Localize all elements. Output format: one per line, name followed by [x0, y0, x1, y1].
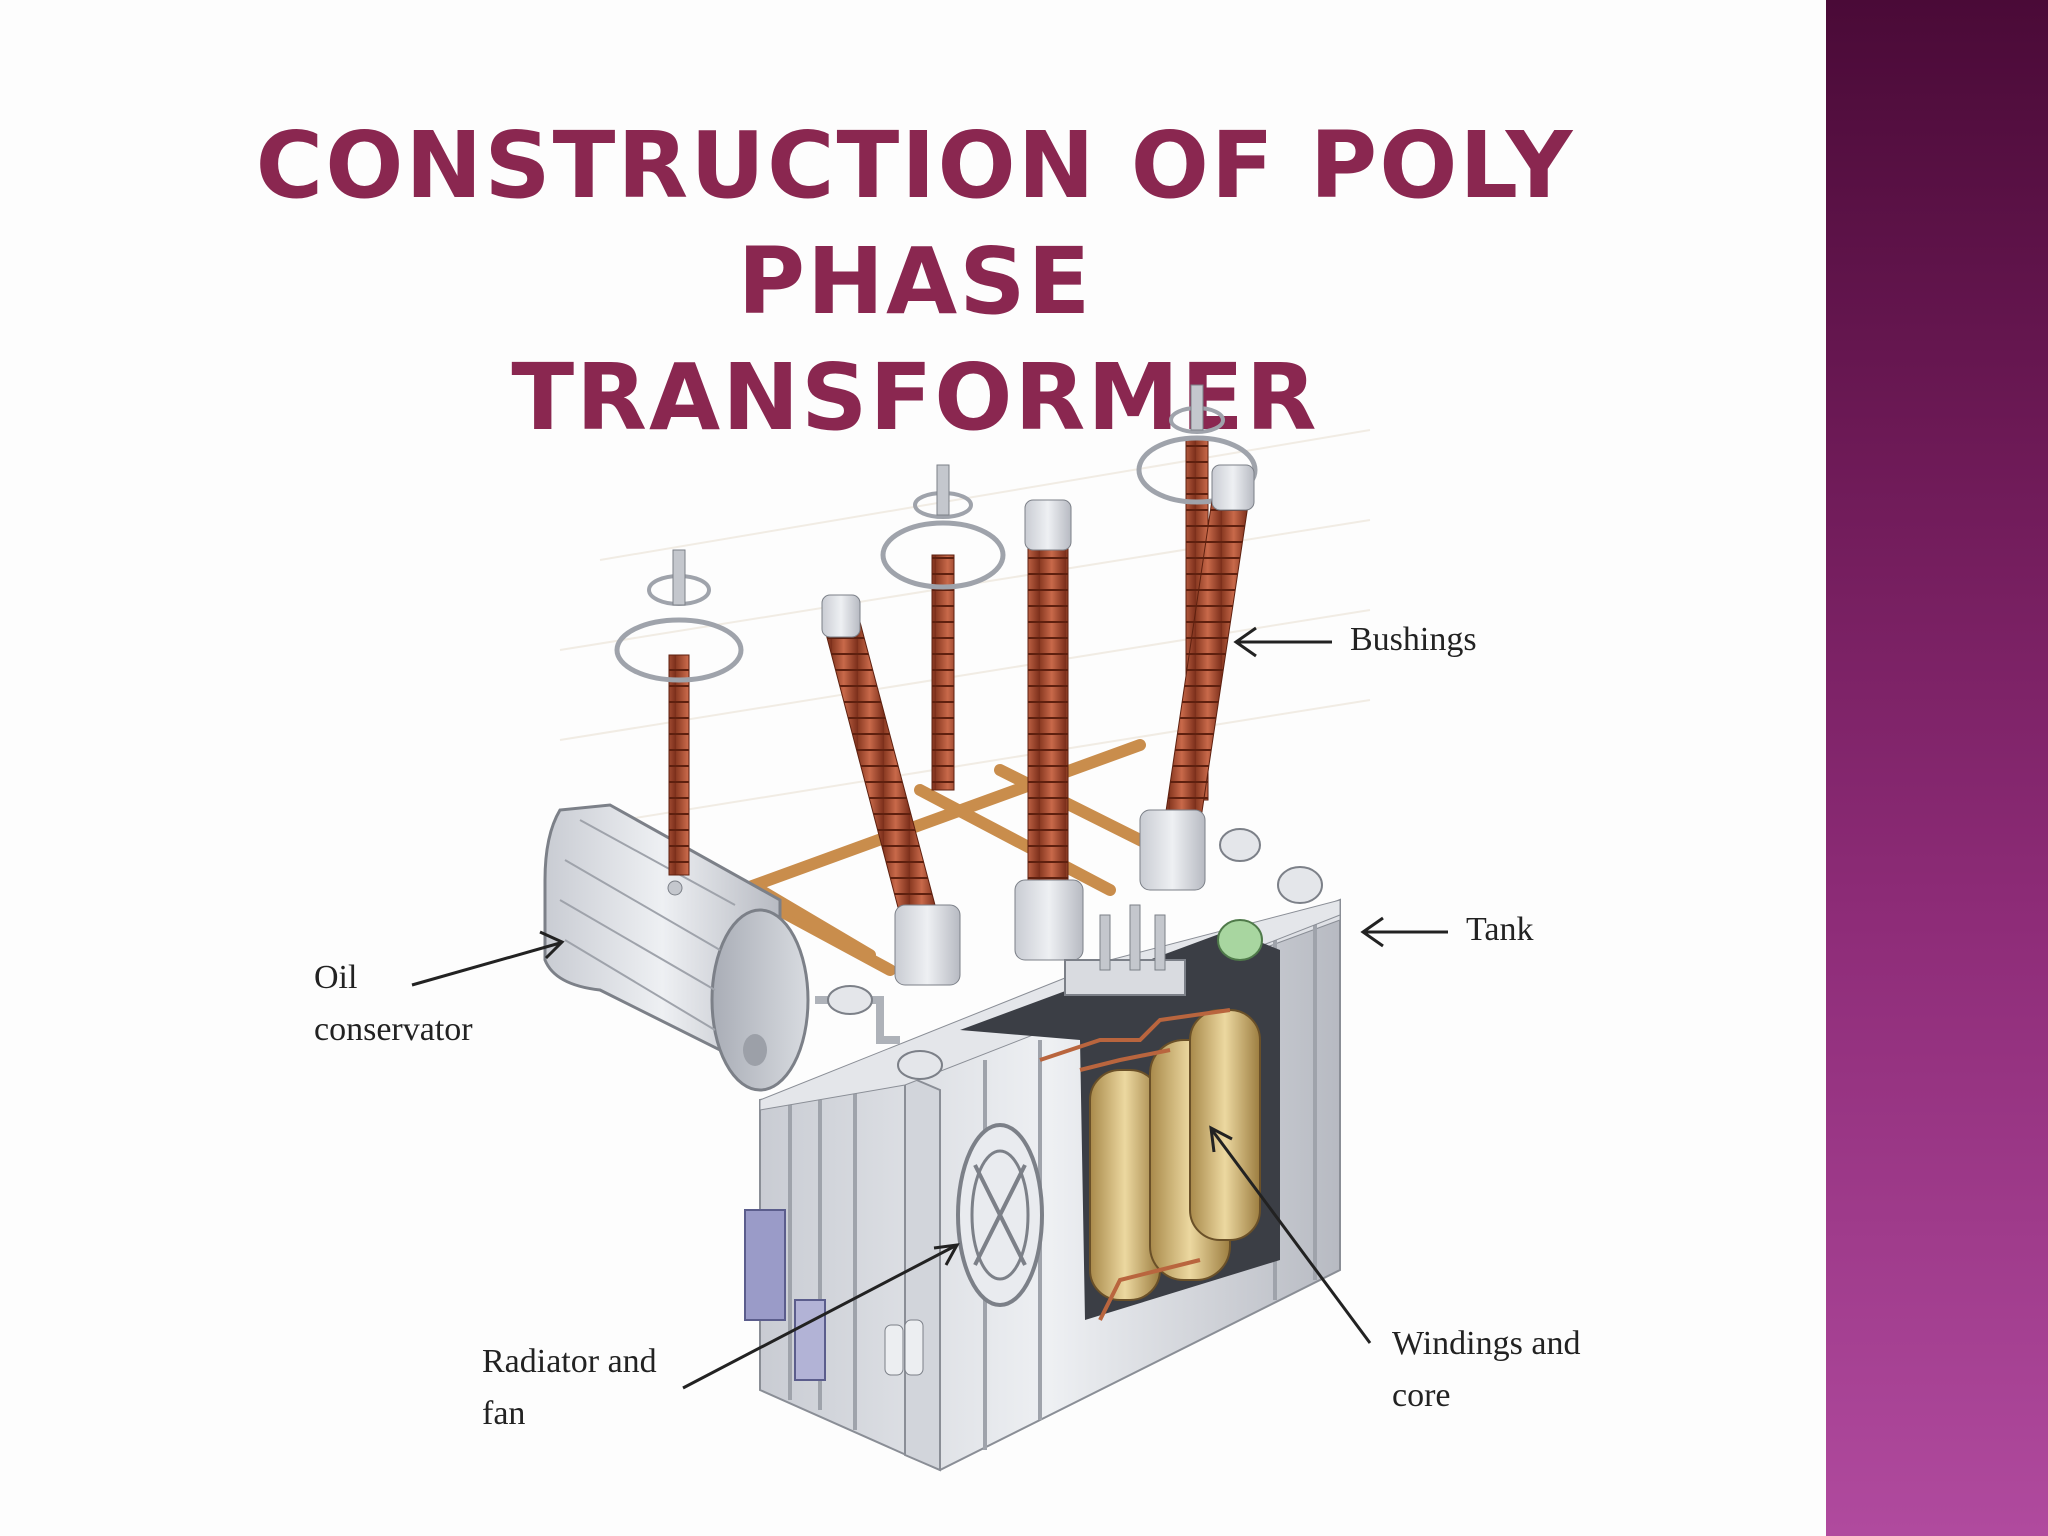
bushing-6	[1139, 464, 1255, 891]
bushing-1	[614, 549, 744, 876]
label-windings-and-core: Windings and core	[1392, 1318, 1580, 1422]
bushing-2	[880, 464, 1006, 791]
label-radiator-line-1: Radiator and	[482, 1343, 657, 1380]
slide-title: CONSTRUCTION OF POLY PHASE TRANSFORMER	[120, 108, 1710, 456]
label-radiator-line-2: fan	[482, 1395, 526, 1432]
oil-conservator	[543, 803, 900, 1092]
label-windings-line-1: Windings and	[1392, 1325, 1581, 1362]
label-radiator-and-fan: Radiator and fan	[482, 1336, 657, 1440]
label-oil-conservator: Oil conservator	[314, 952, 473, 1056]
title-line-2: TRANSFORMER	[511, 344, 1319, 451]
bushing-3	[821, 594, 961, 986]
transformer-diagram	[411, 384, 1448, 1472]
radiator-and-fan	[744, 1123, 1044, 1381]
label-tank: Tank	[1466, 911, 1534, 948]
bushings	[614, 384, 1258, 986]
windings-and-core	[960, 930, 1280, 1321]
annotation-arrows	[411, 626, 1448, 1390]
label-oil-line-2: conservator	[314, 1011, 473, 1048]
bushing-4	[1014, 499, 1084, 961]
label-oil-line-1: Oil	[314, 959, 358, 996]
title-line-1: CONSTRUCTION OF POLY PHASE	[255, 112, 1575, 335]
label-windings-line-2: core	[1392, 1377, 1451, 1414]
top-accessories	[827, 828, 1323, 1080]
label-bushings: Bushings	[1350, 621, 1477, 658]
decorative-side-band	[1826, 0, 2048, 1536]
